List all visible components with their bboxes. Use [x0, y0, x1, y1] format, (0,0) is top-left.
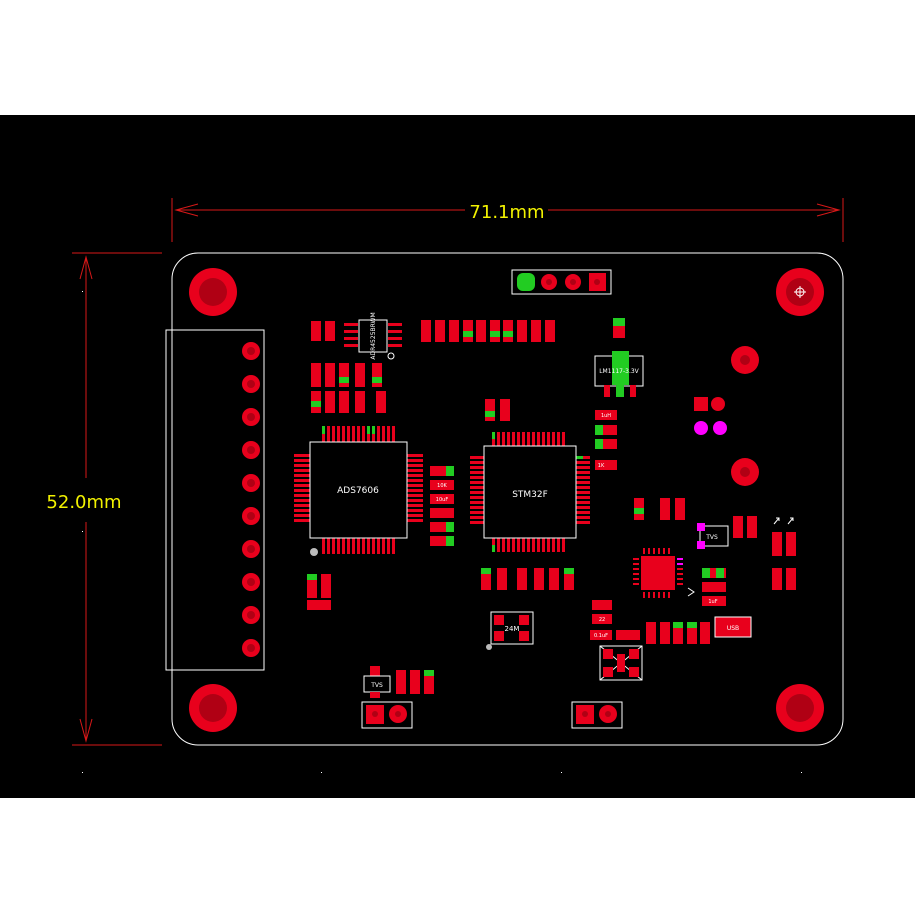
- tvs-right: [697, 523, 729, 549]
- top-pin-header: [511, 269, 612, 295]
- passive-labels: 1K 10K 1uF 10uF 22 0.1uF 1uH: [436, 413, 718, 639]
- tvs-left-label: TVS: [370, 682, 383, 689]
- crystal-24m: [486, 611, 534, 650]
- crystal-2: [599, 645, 643, 681]
- mounting-holes: [189, 268, 824, 732]
- board-outline: [171, 252, 844, 746]
- height-dimension: [72, 252, 162, 746]
- tvs-right-label: TVS: [705, 534, 718, 541]
- label-cap-d: 0.1uF: [594, 633, 608, 639]
- tvs-left: [363, 666, 391, 698]
- terminal-connector: [165, 329, 265, 671]
- adc-chip-label: ADS7606: [337, 486, 379, 496]
- label-res-a: 1K: [598, 463, 605, 469]
- ldo-label: LM1117-3.3V: [599, 368, 639, 375]
- reference-ic-label: ADR4525BRWM: [370, 312, 377, 359]
- bottom-header-right: [571, 701, 623, 729]
- right-vias: [694, 346, 759, 486]
- label-cap-a: 1uF: [708, 599, 717, 605]
- width-dimension: [171, 198, 844, 242]
- usb-connector: [714, 616, 752, 638]
- height-dimension-label: 52.0mm: [46, 492, 121, 513]
- usb-qfn-chip: [633, 548, 695, 598]
- usb-label: USB: [727, 625, 739, 632]
- canvas-background: [0, 115, 915, 798]
- label-cap-b: 10uF: [436, 497, 449, 503]
- mcu-chip-label: STM32F: [512, 490, 548, 500]
- adc-chip: [294, 426, 423, 556]
- mcu-chip: [470, 432, 590, 552]
- crystal-label: 24M: [505, 625, 520, 633]
- reference-ic: [344, 319, 402, 360]
- bottom-header-left: [361, 701, 413, 729]
- led-indicators: [773, 517, 794, 525]
- passive-green-pads: [307, 331, 724, 676]
- label-ind: 1uH: [601, 413, 611, 419]
- width-dimension-label: 71.1mm: [469, 202, 544, 223]
- label-cap-c: 22: [599, 617, 605, 623]
- registration-ticks: [82, 291, 802, 773]
- label-res-b: 10K: [437, 483, 447, 489]
- ldo-regulator: [594, 318, 644, 397]
